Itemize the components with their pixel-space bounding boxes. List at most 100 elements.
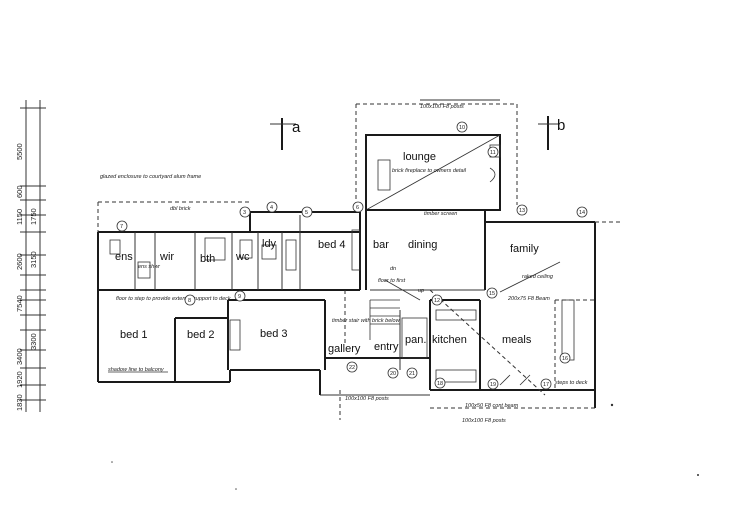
ref-circle: 11 xyxy=(487,146,499,158)
note-shadow: shadow line to balcony xyxy=(108,367,165,373)
note-timber-screen: timber screen xyxy=(424,211,457,217)
room-pan: pan. xyxy=(405,334,426,346)
svg-text:19: 19 xyxy=(490,382,496,388)
room-bth: bth xyxy=(200,253,215,265)
room-bed1: bed 1 xyxy=(120,329,148,341)
note-bed1: floor to step to provide external suppor… xyxy=(116,296,231,302)
svg-text:16: 16 xyxy=(562,356,568,362)
note-dbl-brick: dbl brick xyxy=(170,206,191,212)
ref-circle: 17 xyxy=(540,378,552,390)
room-ldy: ldy xyxy=(262,238,277,250)
ref-circle: 6 xyxy=(352,201,364,213)
room-family: family xyxy=(510,243,539,255)
svg-text:15: 15 xyxy=(489,291,495,297)
dim-1830: 1830 xyxy=(15,394,24,411)
dim-1920: 1920 xyxy=(15,371,24,388)
dim-3300: 3300 xyxy=(29,333,38,350)
ref-circle: 5 xyxy=(301,206,313,218)
dim-600: 600 xyxy=(15,185,24,198)
fixtures xyxy=(108,229,575,386)
dim-2600: 2600 xyxy=(15,253,24,270)
dim-7540: 7540 xyxy=(15,295,24,312)
svg-text:17: 17 xyxy=(543,382,549,388)
note-bottom-posts: 100x100 F8 posts xyxy=(462,418,506,424)
lounge-pavilion xyxy=(355,99,518,211)
room-bed4: bed 4 xyxy=(318,239,346,251)
ref-circle: 14 xyxy=(576,206,588,218)
ref-circle: 19 xyxy=(487,378,499,390)
section-marker-a: a xyxy=(270,118,301,150)
room-bed3: bed 3 xyxy=(260,328,288,340)
room-bar: bar xyxy=(373,239,389,251)
circled-references: 10 11 6 13 14 17 18 19 15 16 3 4 5 7 8 9… xyxy=(116,121,588,390)
ref-circle: 3 xyxy=(239,206,251,218)
svg-text:18: 18 xyxy=(437,381,443,387)
svg-text:14: 14 xyxy=(579,210,585,216)
svg-text:9: 9 xyxy=(238,294,241,300)
room-kitchen: kitchen xyxy=(432,334,467,346)
ref-circle: 15 xyxy=(486,287,498,299)
dashed-enclosures xyxy=(97,201,620,420)
note-beam: 100x50 F8 cont beam xyxy=(465,403,519,409)
room-meals: meals xyxy=(502,334,532,346)
note-glazed-enclosure: glazed enclosure to courtyard alum frame xyxy=(100,174,201,180)
svg-text:a: a xyxy=(292,119,301,136)
svg-text:10: 10 xyxy=(459,125,465,131)
svg-text:20: 20 xyxy=(390,371,396,377)
ref-circle: 9 xyxy=(234,290,246,302)
dim-1150: 1150 xyxy=(15,209,24,225)
annotation-notes: glazed enclosure to courtyard alum frame… xyxy=(100,104,588,424)
ref-circle: 7 xyxy=(116,220,128,232)
room-bed2: bed 2 xyxy=(187,329,215,341)
room-dining: dining xyxy=(408,239,437,251)
ref-circle: 13 xyxy=(516,204,528,216)
svg-text:6: 6 xyxy=(356,205,359,211)
room-ens: ens xyxy=(115,251,133,263)
room-wc: wc xyxy=(235,251,250,263)
ref-circle: 4 xyxy=(266,201,278,213)
ref-circle: 18 xyxy=(434,377,446,389)
dim-5500: 5500 xyxy=(15,143,24,160)
svg-text:21: 21 xyxy=(409,371,415,377)
note-to-deck: steps to deck xyxy=(555,380,588,386)
svg-text:13: 13 xyxy=(519,208,525,214)
room-wir: wir xyxy=(159,251,174,263)
svg-text:b: b xyxy=(557,117,565,134)
note-brick-fireplace: brick fireplace to owners detail xyxy=(392,168,467,174)
svg-text:5: 5 xyxy=(305,210,308,216)
room-entry: entry xyxy=(374,341,399,353)
note-raked-ceiling: raked ceiling xyxy=(522,274,554,280)
room-lounge: lounge xyxy=(403,151,436,163)
dim-3150: 3150 xyxy=(29,251,38,268)
svg-text:8: 8 xyxy=(188,298,191,304)
svg-text:3: 3 xyxy=(243,210,246,216)
svg-text:12: 12 xyxy=(434,298,440,304)
stair xyxy=(369,279,421,340)
room-labels: lounge dining family bed 4 bar ldy wc bt… xyxy=(115,151,539,355)
dim-1750: 1750 xyxy=(29,208,38,225)
note-dn: dn xyxy=(390,266,396,272)
left-dimension-string: 5500 600 1150 1750 2600 3150 7540 3300 3… xyxy=(15,100,46,412)
note-top-posts: 100x100 F8 posts xyxy=(420,104,464,110)
ref-circle: 21 xyxy=(406,367,418,379)
room-gallery: gallery xyxy=(328,343,361,355)
note-ens-shower: ens shwr xyxy=(138,264,161,270)
stray-marks xyxy=(111,403,699,490)
ref-circle: 10 xyxy=(456,121,468,133)
ref-circle: 12 xyxy=(431,294,443,306)
note-posts: 100x100 F8 posts xyxy=(345,396,389,402)
ref-circle: 20 xyxy=(387,367,399,379)
note-gallery: timber stair with brick below xyxy=(332,318,401,324)
ref-circle: 22 xyxy=(346,361,358,373)
ref-circle: 16 xyxy=(559,352,571,364)
ref-circle: 8 xyxy=(184,294,196,306)
dim-3400: 3400 xyxy=(15,348,24,365)
svg-text:11: 11 xyxy=(490,150,496,156)
house-walls xyxy=(97,209,596,408)
section-marker-b: b xyxy=(538,116,565,150)
note-up: up xyxy=(418,288,424,294)
note-floor: floor to first xyxy=(378,278,406,284)
note-meals-beam: 200x75 F8 Beam xyxy=(507,296,550,302)
svg-text:4: 4 xyxy=(270,205,273,211)
